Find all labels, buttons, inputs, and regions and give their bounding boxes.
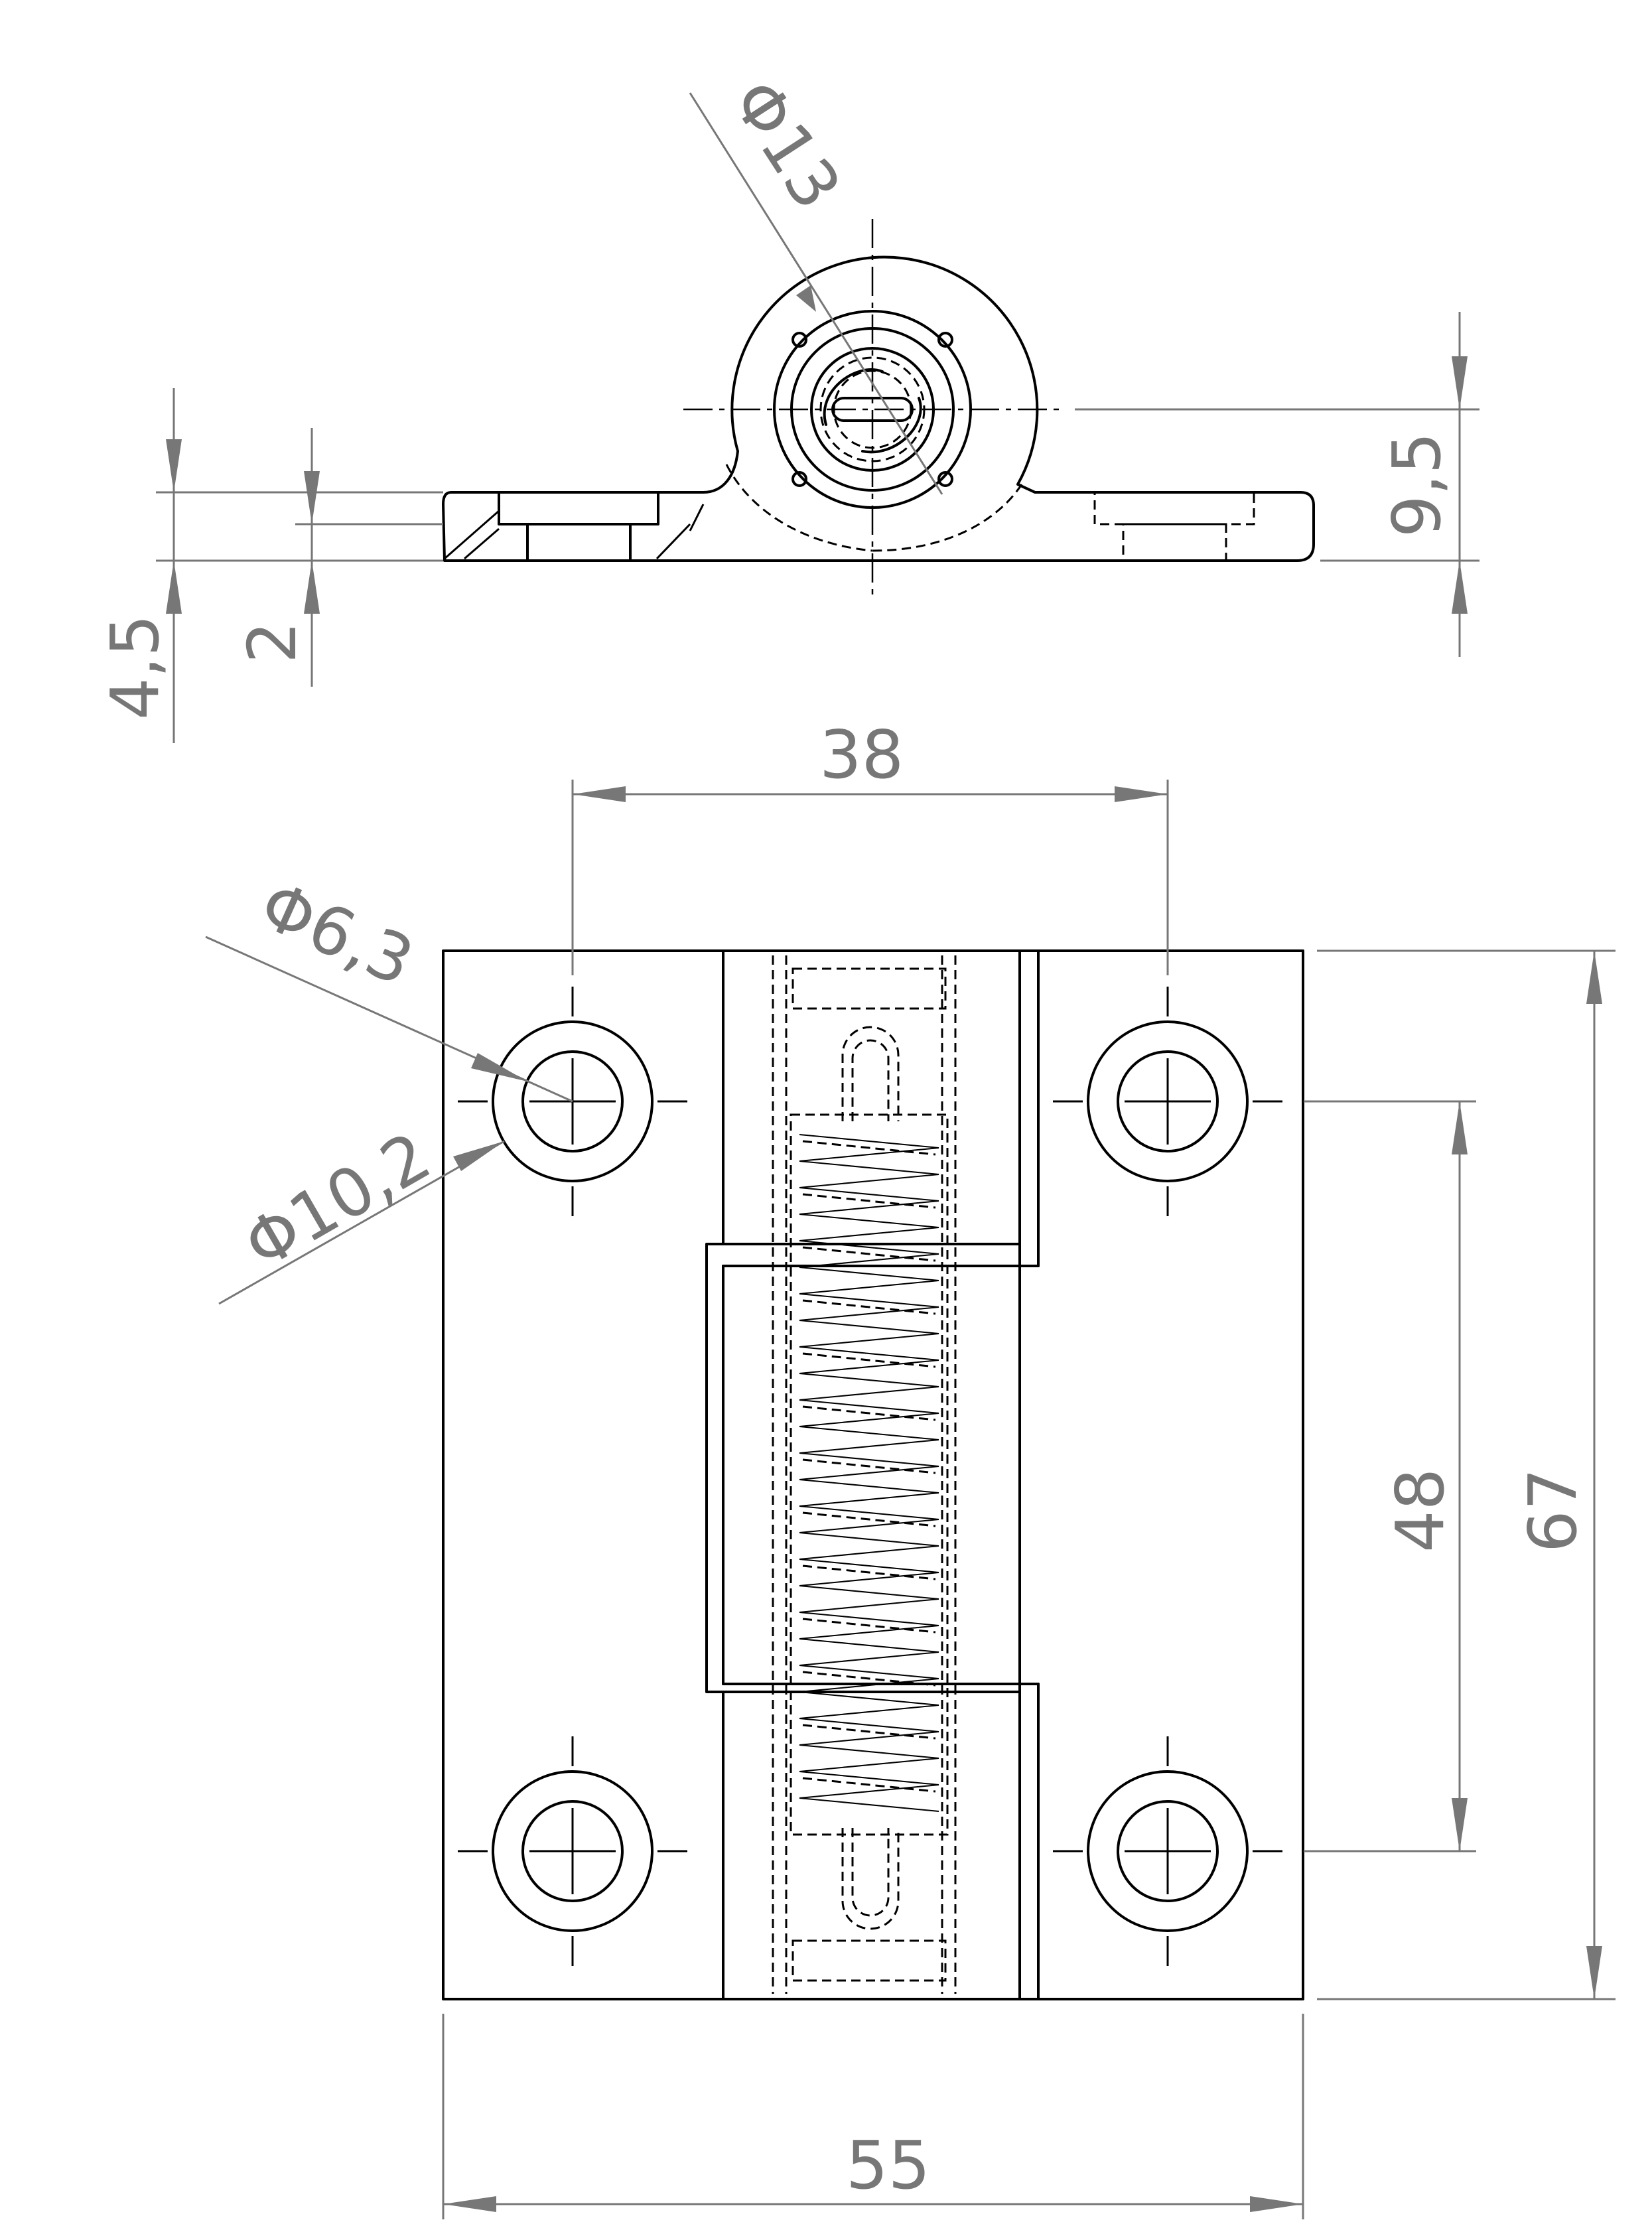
hatch-3 xyxy=(655,523,691,560)
upper-pin-head-inner xyxy=(851,1039,890,1121)
arrow-55-left xyxy=(443,2196,496,2212)
dim-label-55: 55 xyxy=(846,2126,930,2204)
arrow-2-top xyxy=(304,471,320,524)
right-hole-hidden xyxy=(1122,523,1227,562)
dim-label-d13: Φ13 xyxy=(717,66,856,222)
leader-d13 xyxy=(689,92,943,495)
lower-end-cap xyxy=(792,1939,947,1982)
hole-bottom-left xyxy=(458,1736,687,1966)
dim-label-d10-2: Φ10,2 xyxy=(232,1117,443,1285)
left-counterbore-section xyxy=(498,491,659,525)
arrow-55-right xyxy=(1250,2196,1303,2212)
dimension-lines xyxy=(156,92,1616,2219)
dim-label-d6-3: Φ6,3 xyxy=(249,866,425,1001)
detent-sw xyxy=(792,471,807,487)
right-counterbore-hidden xyxy=(1093,491,1255,525)
arrow-45-bottom xyxy=(166,561,182,614)
front-view xyxy=(442,949,1304,2000)
hatch-4 xyxy=(689,504,705,531)
top-view xyxy=(442,219,1315,597)
hole-circle xyxy=(1117,1800,1219,1902)
arrow-d63 xyxy=(471,1053,527,1081)
arrow-95-top xyxy=(1452,356,1468,409)
dim-label-67: 67 xyxy=(1514,1468,1592,1553)
dim-label-9-5: 9,5 xyxy=(1378,432,1456,537)
spring-housing xyxy=(790,1113,949,1836)
hinge-plate-outline xyxy=(442,949,1304,2000)
arrow-48-bottom xyxy=(1452,1798,1468,1851)
counterbore-circle xyxy=(492,1020,654,1182)
lower-pin-head-inner xyxy=(851,1828,890,1917)
hole-top-right xyxy=(1053,987,1282,1216)
spring-coils-back xyxy=(802,1140,936,1793)
arrow-48-top xyxy=(1452,1101,1468,1154)
counterbore-circle xyxy=(1087,1770,1249,1932)
dim-label-2: 2 xyxy=(234,621,311,663)
counterbore-circle xyxy=(492,1770,654,1932)
dimension-labels: Φ13 9,5 4,5 2 38 Φ6,3 Φ10,2 48 67 55 xyxy=(96,66,1592,2204)
arrow-67-top xyxy=(1586,951,1602,1004)
spring-coils xyxy=(799,1134,939,1812)
lower-pin-head xyxy=(841,1828,900,1930)
arrow-45-top xyxy=(166,439,182,492)
hatch-2 xyxy=(464,527,500,560)
upper-end-cap xyxy=(792,967,947,1010)
leader-d102 xyxy=(218,1140,505,1305)
arrow-67-bottom xyxy=(1586,1946,1602,1999)
hole-bottom-right xyxy=(1053,1736,1282,1966)
hatch-1 xyxy=(444,510,500,560)
hole-circle xyxy=(521,1800,624,1902)
hidden-blend-right xyxy=(872,484,1023,552)
dim-label-4-5: 4,5 xyxy=(96,614,174,720)
upper-pin-head xyxy=(841,1026,900,1121)
arrow-38-left xyxy=(573,786,626,802)
arrow-2-bottom xyxy=(304,561,320,614)
dim-label-38: 38 xyxy=(819,716,904,794)
arrow-d13 xyxy=(796,285,816,312)
hole-top-left xyxy=(458,987,687,1216)
hidden-blend-left xyxy=(725,464,873,552)
hole-circle xyxy=(521,1050,624,1152)
arrow-95-bottom xyxy=(1452,561,1468,614)
counterbore-circle xyxy=(1087,1020,1249,1182)
arrow-38-right xyxy=(1115,786,1168,802)
detent-nw xyxy=(792,332,807,348)
detent-ne xyxy=(937,332,953,348)
left-hole-section xyxy=(526,523,632,562)
detent-se xyxy=(937,471,953,487)
hole-circle xyxy=(1117,1050,1219,1152)
top-view-outline xyxy=(442,255,1315,562)
arrow-d102 xyxy=(453,1141,504,1171)
dim-label-48: 48 xyxy=(1381,1468,1459,1553)
